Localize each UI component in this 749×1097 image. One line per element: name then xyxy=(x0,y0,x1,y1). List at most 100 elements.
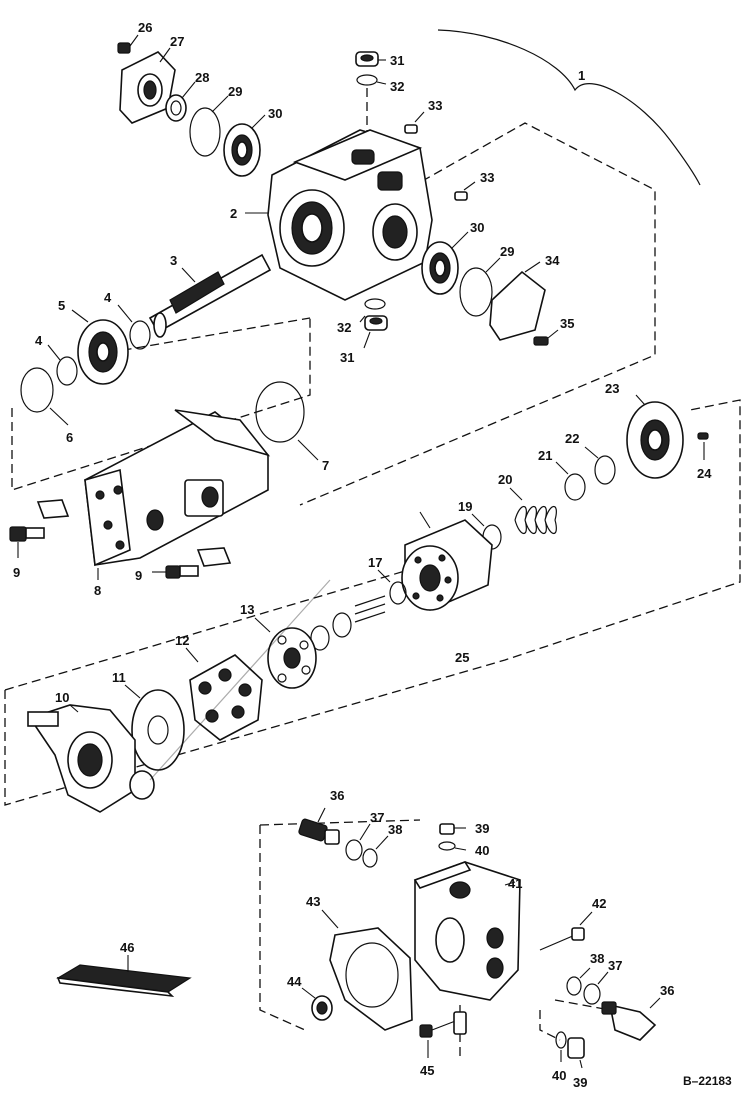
callout-27: 27 xyxy=(170,34,184,49)
part-31-plug-bottom xyxy=(363,315,388,349)
callout-39: 39 xyxy=(475,821,489,836)
callout-28: 28 xyxy=(195,70,209,85)
part-38-o-ring-left xyxy=(362,835,389,868)
part-8-motor-housing xyxy=(84,409,271,580)
part-5-bearing xyxy=(71,309,129,385)
callout-31: 31 xyxy=(340,350,354,365)
part-4-retaining-ring-right xyxy=(117,304,151,350)
assembly-brace xyxy=(437,29,701,186)
callout-40: 40 xyxy=(475,843,489,858)
callout-38: 38 xyxy=(590,951,604,966)
part-30-bearing-right xyxy=(421,231,469,295)
part-40-o-ring-bottom xyxy=(555,1031,567,1062)
callout-25: 25 xyxy=(455,650,469,665)
callout-13: 13 xyxy=(240,602,254,617)
part-23-valve-plate xyxy=(626,394,684,479)
part-33-pin-right xyxy=(454,181,476,201)
callout-21: 21 xyxy=(538,448,552,463)
callout-24: 24 xyxy=(697,466,712,481)
callout-29: 29 xyxy=(228,84,242,99)
callout-17: 17 xyxy=(368,555,382,570)
callout-40: 40 xyxy=(552,1068,566,1083)
callout-7: 7 xyxy=(322,458,329,473)
part-13-retainer-plate xyxy=(254,617,317,689)
part-31-plug-top xyxy=(355,51,386,67)
part-34-cover-plate xyxy=(489,261,546,341)
part-pins xyxy=(354,595,386,623)
callout-19: 19 xyxy=(458,499,472,514)
watermark xyxy=(149,579,331,781)
part-11-swash-plate xyxy=(124,684,185,771)
callout-45: 45 xyxy=(420,1063,434,1078)
callout-36: 36 xyxy=(660,983,674,998)
callout-37: 37 xyxy=(608,958,622,973)
callout-12: 12 xyxy=(175,633,189,648)
part-4-retaining-ring-left xyxy=(47,344,78,386)
callout-32: 32 xyxy=(390,79,404,94)
callout-1: 1 xyxy=(578,68,585,83)
callout-34: 34 xyxy=(545,253,560,268)
callout-32: 32 xyxy=(337,320,351,335)
part-37-o-ring-right xyxy=(583,971,609,1005)
part-27-cover-plate xyxy=(119,47,176,124)
part-36-valve-cartridge-right xyxy=(601,997,661,1041)
callout-20: 20 xyxy=(498,472,512,487)
part-39-plug-top xyxy=(439,823,466,835)
part-28-seal xyxy=(165,81,196,122)
callout-39: 39 xyxy=(573,1075,587,1090)
part-26-bolt xyxy=(117,34,139,54)
callout-11: 11 xyxy=(112,670,126,685)
callout-26: 26 xyxy=(138,20,152,35)
reference-code: B–22183 xyxy=(683,1074,732,1088)
callout-36: 36 xyxy=(330,788,344,803)
part-9-bolt-right xyxy=(152,547,232,579)
part-42-bolt xyxy=(539,911,593,951)
part-2-pump-housing xyxy=(245,129,433,301)
part-3-shaft xyxy=(148,253,272,338)
part-29-o-ring-right xyxy=(459,257,501,317)
callout-46: 46 xyxy=(120,940,134,955)
callout-35: 35 xyxy=(560,316,574,331)
part-40-o-ring-top xyxy=(438,841,467,851)
part-43-gasket xyxy=(321,909,413,1031)
part-46-decal xyxy=(56,955,192,998)
callout-33: 33 xyxy=(428,98,442,113)
callout-23: 23 xyxy=(605,381,619,396)
callout-30: 30 xyxy=(268,106,282,121)
callout-22: 22 xyxy=(565,431,579,446)
part-33-pin-top xyxy=(404,111,425,134)
callout-9: 9 xyxy=(135,568,142,583)
part-22-ring xyxy=(584,446,616,485)
part-10-swash-bracket xyxy=(27,704,155,813)
callout-3: 3 xyxy=(170,253,177,268)
callout-4: 4 xyxy=(35,333,43,348)
callout-41: 41 xyxy=(508,876,522,891)
callout-29: 29 xyxy=(500,244,514,259)
part-20-spring xyxy=(509,487,557,535)
part-cylinder-block xyxy=(401,511,493,611)
part-32-o-ring-bottom xyxy=(359,298,386,323)
callout-4: 4 xyxy=(104,290,112,305)
part-12-piston-set xyxy=(185,647,263,741)
part-35-bolt xyxy=(533,329,559,346)
callout-42: 42 xyxy=(592,896,606,911)
part-6-snap-ring xyxy=(20,367,69,426)
part-32-o-ring-top xyxy=(356,74,387,86)
part-29-o-ring xyxy=(189,95,229,157)
part-36-valve-cartridge-left xyxy=(298,807,340,845)
callout-8: 8 xyxy=(94,583,101,598)
part-retainer-ring xyxy=(332,612,352,638)
callout-43: 43 xyxy=(306,894,320,909)
callout-44: 44 xyxy=(287,974,302,989)
callout-9: 9 xyxy=(13,565,20,580)
part-9-bolt-left xyxy=(9,499,70,558)
part-39-plug-bottom xyxy=(567,1037,585,1069)
callout-33: 33 xyxy=(480,170,494,185)
part-24-pin xyxy=(697,432,709,460)
part-41-valve-block xyxy=(413,861,521,1001)
part-38-o-ring-right xyxy=(566,967,591,996)
callout-labels: 1 2 3 4 4 5 6 7 8 9 9 10 11 12 13 17 19 … xyxy=(13,20,712,1090)
callout-37: 37 xyxy=(370,810,384,825)
callout-30: 30 xyxy=(470,220,484,235)
